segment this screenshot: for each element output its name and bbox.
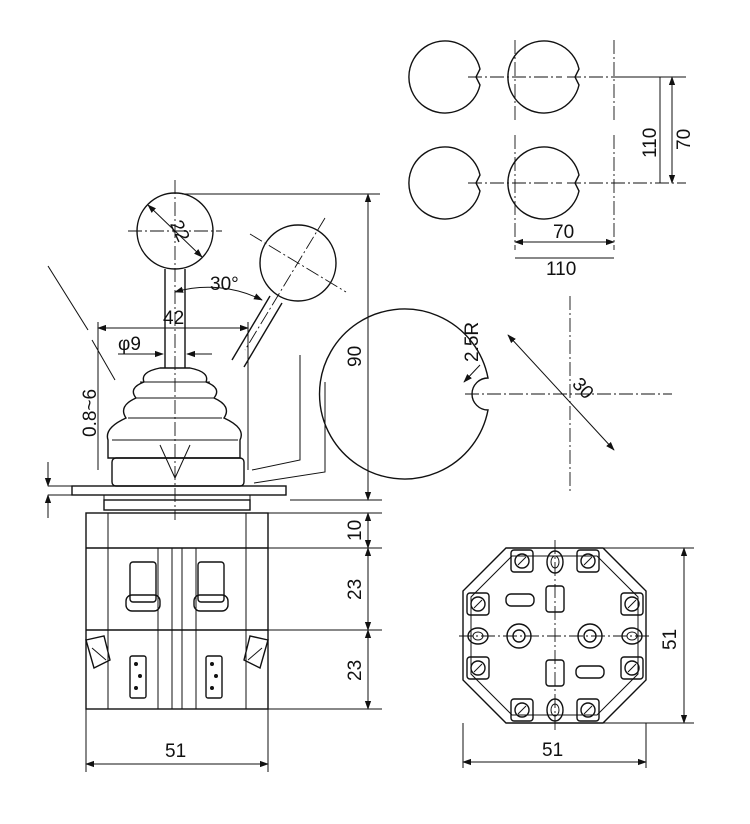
cutout-y-inner-label: 70 (674, 129, 695, 150)
total-height-label: 90 (345, 346, 366, 367)
section-mid-label: 23 (345, 579, 366, 600)
boot-width-label: 42 (163, 308, 184, 329)
section-top-label: 10 (345, 520, 366, 541)
hole-diameter-label: 30 (568, 374, 598, 404)
cutout-x-outer-label: 110 (546, 259, 576, 280)
notch-radius-label: 2.5R (462, 322, 483, 362)
tilted-lever (231, 217, 347, 368)
bottom-view: 51 51 (459, 540, 694, 768)
cutout-pattern: 70 110 110 70 (408, 40, 695, 280)
front-view: 22 30° 42 φ9 0.8~6 90 10 23 23 51 (44, 180, 382, 772)
switch-body (85, 512, 269, 710)
rubber-boot (106, 367, 242, 479)
bottom-width-label: 51 (542, 740, 563, 761)
shaft-diameter-label: φ9 (118, 334, 141, 355)
panel-hole: 30 2.5R (318, 296, 672, 492)
width-label: 51 (165, 741, 186, 762)
section-bottom-label: 23 (345, 660, 366, 681)
knob-diameter-label: 22 (165, 217, 193, 245)
cutout-y-outer-label: 110 (640, 128, 661, 158)
cutout-x-inner-label: 70 (553, 222, 574, 243)
angle-label: 30° (210, 274, 239, 295)
bottom-height-label: 51 (660, 629, 681, 650)
panel-thickness-label: 0.8~6 (80, 389, 101, 437)
panel-plate (71, 485, 287, 496)
